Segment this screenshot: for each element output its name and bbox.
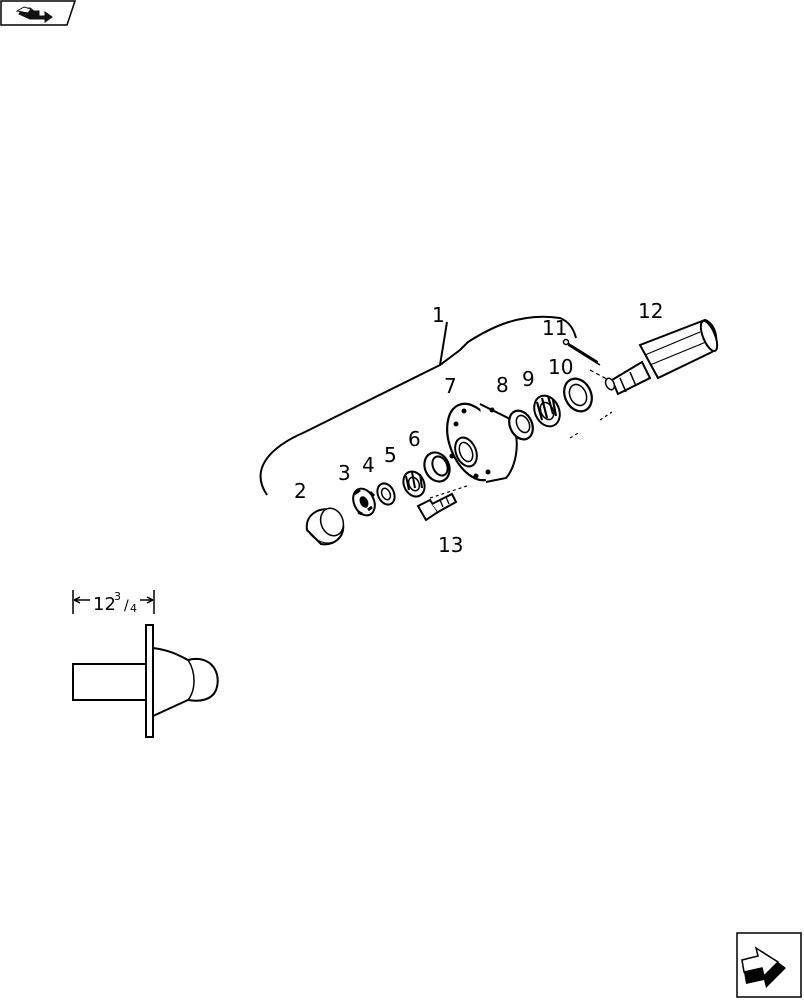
dimension-slash: / [124, 598, 129, 614]
callout-1: 1 [432, 303, 445, 327]
callout-2: 2 [294, 479, 307, 503]
callout-6: 6 [408, 427, 421, 451]
part-6-bearing-cup [423, 451, 451, 483]
part-9-bearing-cone [533, 394, 561, 428]
hub-side-profile [72, 590, 219, 738]
callout-13: 13 [438, 533, 463, 557]
dimension-whole: 12 [93, 594, 116, 615]
part-2-dust-cap [305, 507, 345, 546]
part-7-hub [446, 402, 518, 483]
callout-9: 9 [522, 367, 535, 391]
part-4-washer [376, 482, 396, 506]
assembly-axis [429, 411, 613, 499]
part-5-bearing-cone [402, 470, 426, 498]
callout-3: 3 [338, 461, 351, 485]
part-10-seal [563, 377, 593, 413]
part-3-castle-nut [352, 487, 376, 517]
callout-5: 5 [384, 443, 397, 467]
part-13-bolt [416, 492, 458, 522]
assembly-bracket [259, 315, 577, 496]
part-12-spindle [604, 318, 719, 396]
dimension-label: 12 3 / 4 [93, 590, 137, 615]
callout-11: 11 [542, 316, 567, 340]
part-8-bearing-cup [508, 409, 534, 441]
folder-back-icon [0, 0, 77, 26]
callout-10: 10 [548, 355, 573, 379]
next-page-button[interactable] [736, 932, 802, 998]
callout-8: 8 [496, 373, 509, 397]
callout-4: 4 [362, 453, 375, 477]
callout-7: 7 [444, 374, 457, 398]
part-11-cotter-pin [562, 338, 628, 391]
next-page-arrow-icon [736, 932, 802, 998]
callout-12: 12 [638, 299, 663, 323]
dimension-numerator: 3 [114, 590, 121, 603]
back-navigation-tab[interactable] [0, 0, 77, 26]
dimension-denominator: 4 [130, 602, 137, 615]
